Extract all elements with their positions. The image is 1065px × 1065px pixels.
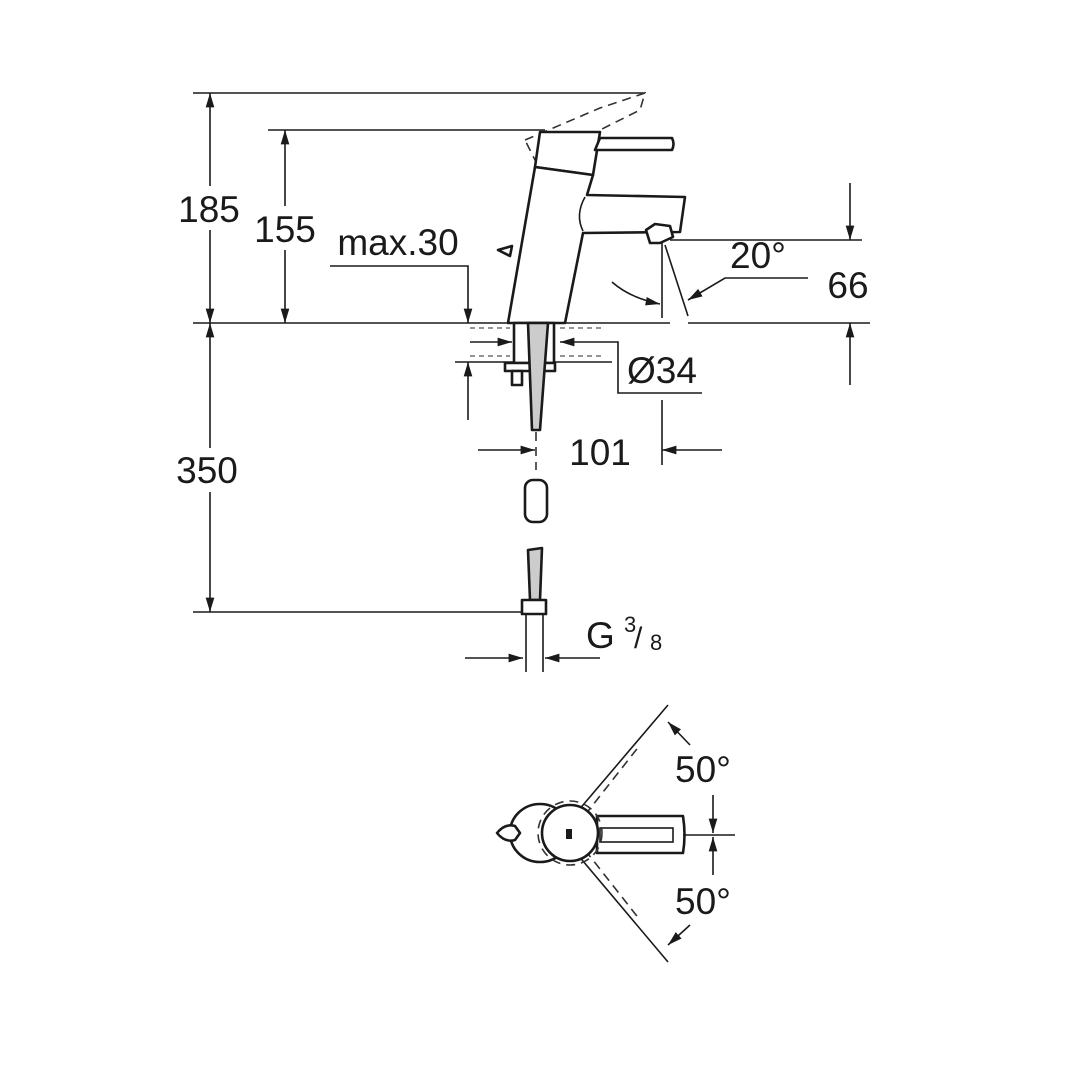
svg-text:/: / (634, 622, 643, 655)
dim-66-label: 66 (827, 265, 868, 306)
dimension-101: 101 (478, 400, 722, 473)
dimension-diameter-34: Ø34 (470, 337, 702, 394)
dim-185-label: 185 (178, 189, 240, 230)
dim-155-label: 155 (254, 209, 316, 250)
thread-denominator: 8 (650, 630, 662, 655)
dim-max30-label: max.30 (337, 222, 458, 263)
deck-section (470, 327, 605, 357)
dim-diameter-34-label: Ø34 (627, 350, 697, 391)
dimension-max30: max.30 (330, 222, 612, 420)
dimension-350: 350 (170, 323, 246, 612)
extension-lines (193, 92, 870, 613)
dim-101-label: 101 (569, 432, 631, 473)
dimension-155: 155 (248, 130, 322, 323)
dimension-66: 66 (827, 183, 869, 385)
thread-prefix: G (586, 615, 615, 656)
dimension-thread: G 3 / 8 (465, 612, 662, 663)
faucet-top-view: 50° 50° (495, 704, 735, 963)
faucet-side-view (496, 91, 687, 672)
dim-20-label: 20° (730, 235, 786, 276)
angle-50-lower-label: 50° (675, 881, 731, 922)
dim-350-label: 350 (176, 450, 238, 491)
thread-numerator: 3 (624, 612, 636, 637)
dimension-185: 185 (172, 93, 246, 323)
dimension-20-degrees: 20° (611, 235, 808, 318)
angle-50-upper-label: 50° (675, 749, 731, 790)
